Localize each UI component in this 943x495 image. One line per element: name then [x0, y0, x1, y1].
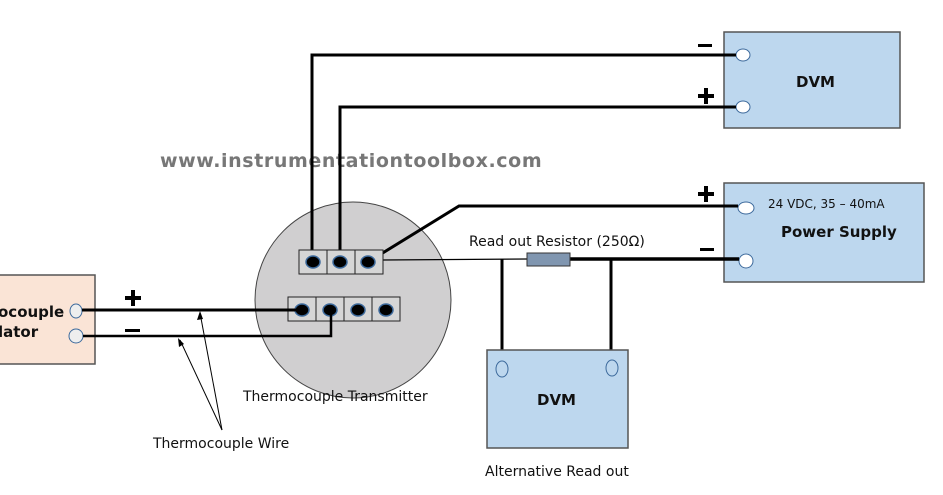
- terminal-block-top: [298, 249, 384, 275]
- wire-power-plus: [367, 204, 738, 264]
- resistor-label: Read out Resistor (250Ω): [469, 234, 645, 250]
- thermocouple-wire-label: Thermocouple Wire: [152, 436, 289, 452]
- dvm-top-terminal-plus: [735, 100, 751, 114]
- simulator-label-line2: lator: [0, 323, 39, 341]
- alternative-readout-label: Alternative Read out: [485, 464, 629, 480]
- power-supply-terminal-minus: [738, 253, 754, 269]
- wire-dvm-minus: [310, 53, 736, 262]
- wire-dvm-plus: [338, 105, 736, 262]
- dvm-bottom-label: DVM: [537, 391, 576, 409]
- watermark: www.instrumentationtoolbox.com: [160, 150, 542, 172]
- minus-sign-dvm: [698, 44, 712, 47]
- dvm-top-label: DVM: [796, 73, 835, 91]
- read-out-resistor: [526, 252, 571, 267]
- dvm-top-terminal-minus: [735, 48, 751, 62]
- transmitter-label: Thermocouple Transmitter: [242, 389, 428, 405]
- terminal-block-bottom: [287, 296, 401, 322]
- minus-sign-power: [700, 248, 714, 251]
- power-supply-label: Power Supply: [781, 223, 897, 241]
- thermocouple-wire-arrows: [178, 311, 223, 431]
- minus-sign-simulator: [125, 329, 140, 332]
- thermocouple-simulator: ocouple lator: [0, 274, 96, 365]
- plus-sign-simulator: [125, 290, 141, 306]
- simulator-label-line1: ocouple: [0, 303, 64, 321]
- dvm-bottom: DVM: [486, 349, 629, 449]
- plus-sign-power: [698, 186, 714, 202]
- dvm-top: DVM: [723, 31, 901, 129]
- power-supply: 24 VDC, 35 – 40mA Power Supply: [723, 182, 925, 283]
- power-supply-terminal-plus: [737, 201, 755, 215]
- plus-sign-dvm: [698, 88, 714, 104]
- thermocouple-wire-minus: [83, 312, 333, 338]
- power-supply-rating: 24 VDC, 35 – 40mA: [768, 197, 885, 211]
